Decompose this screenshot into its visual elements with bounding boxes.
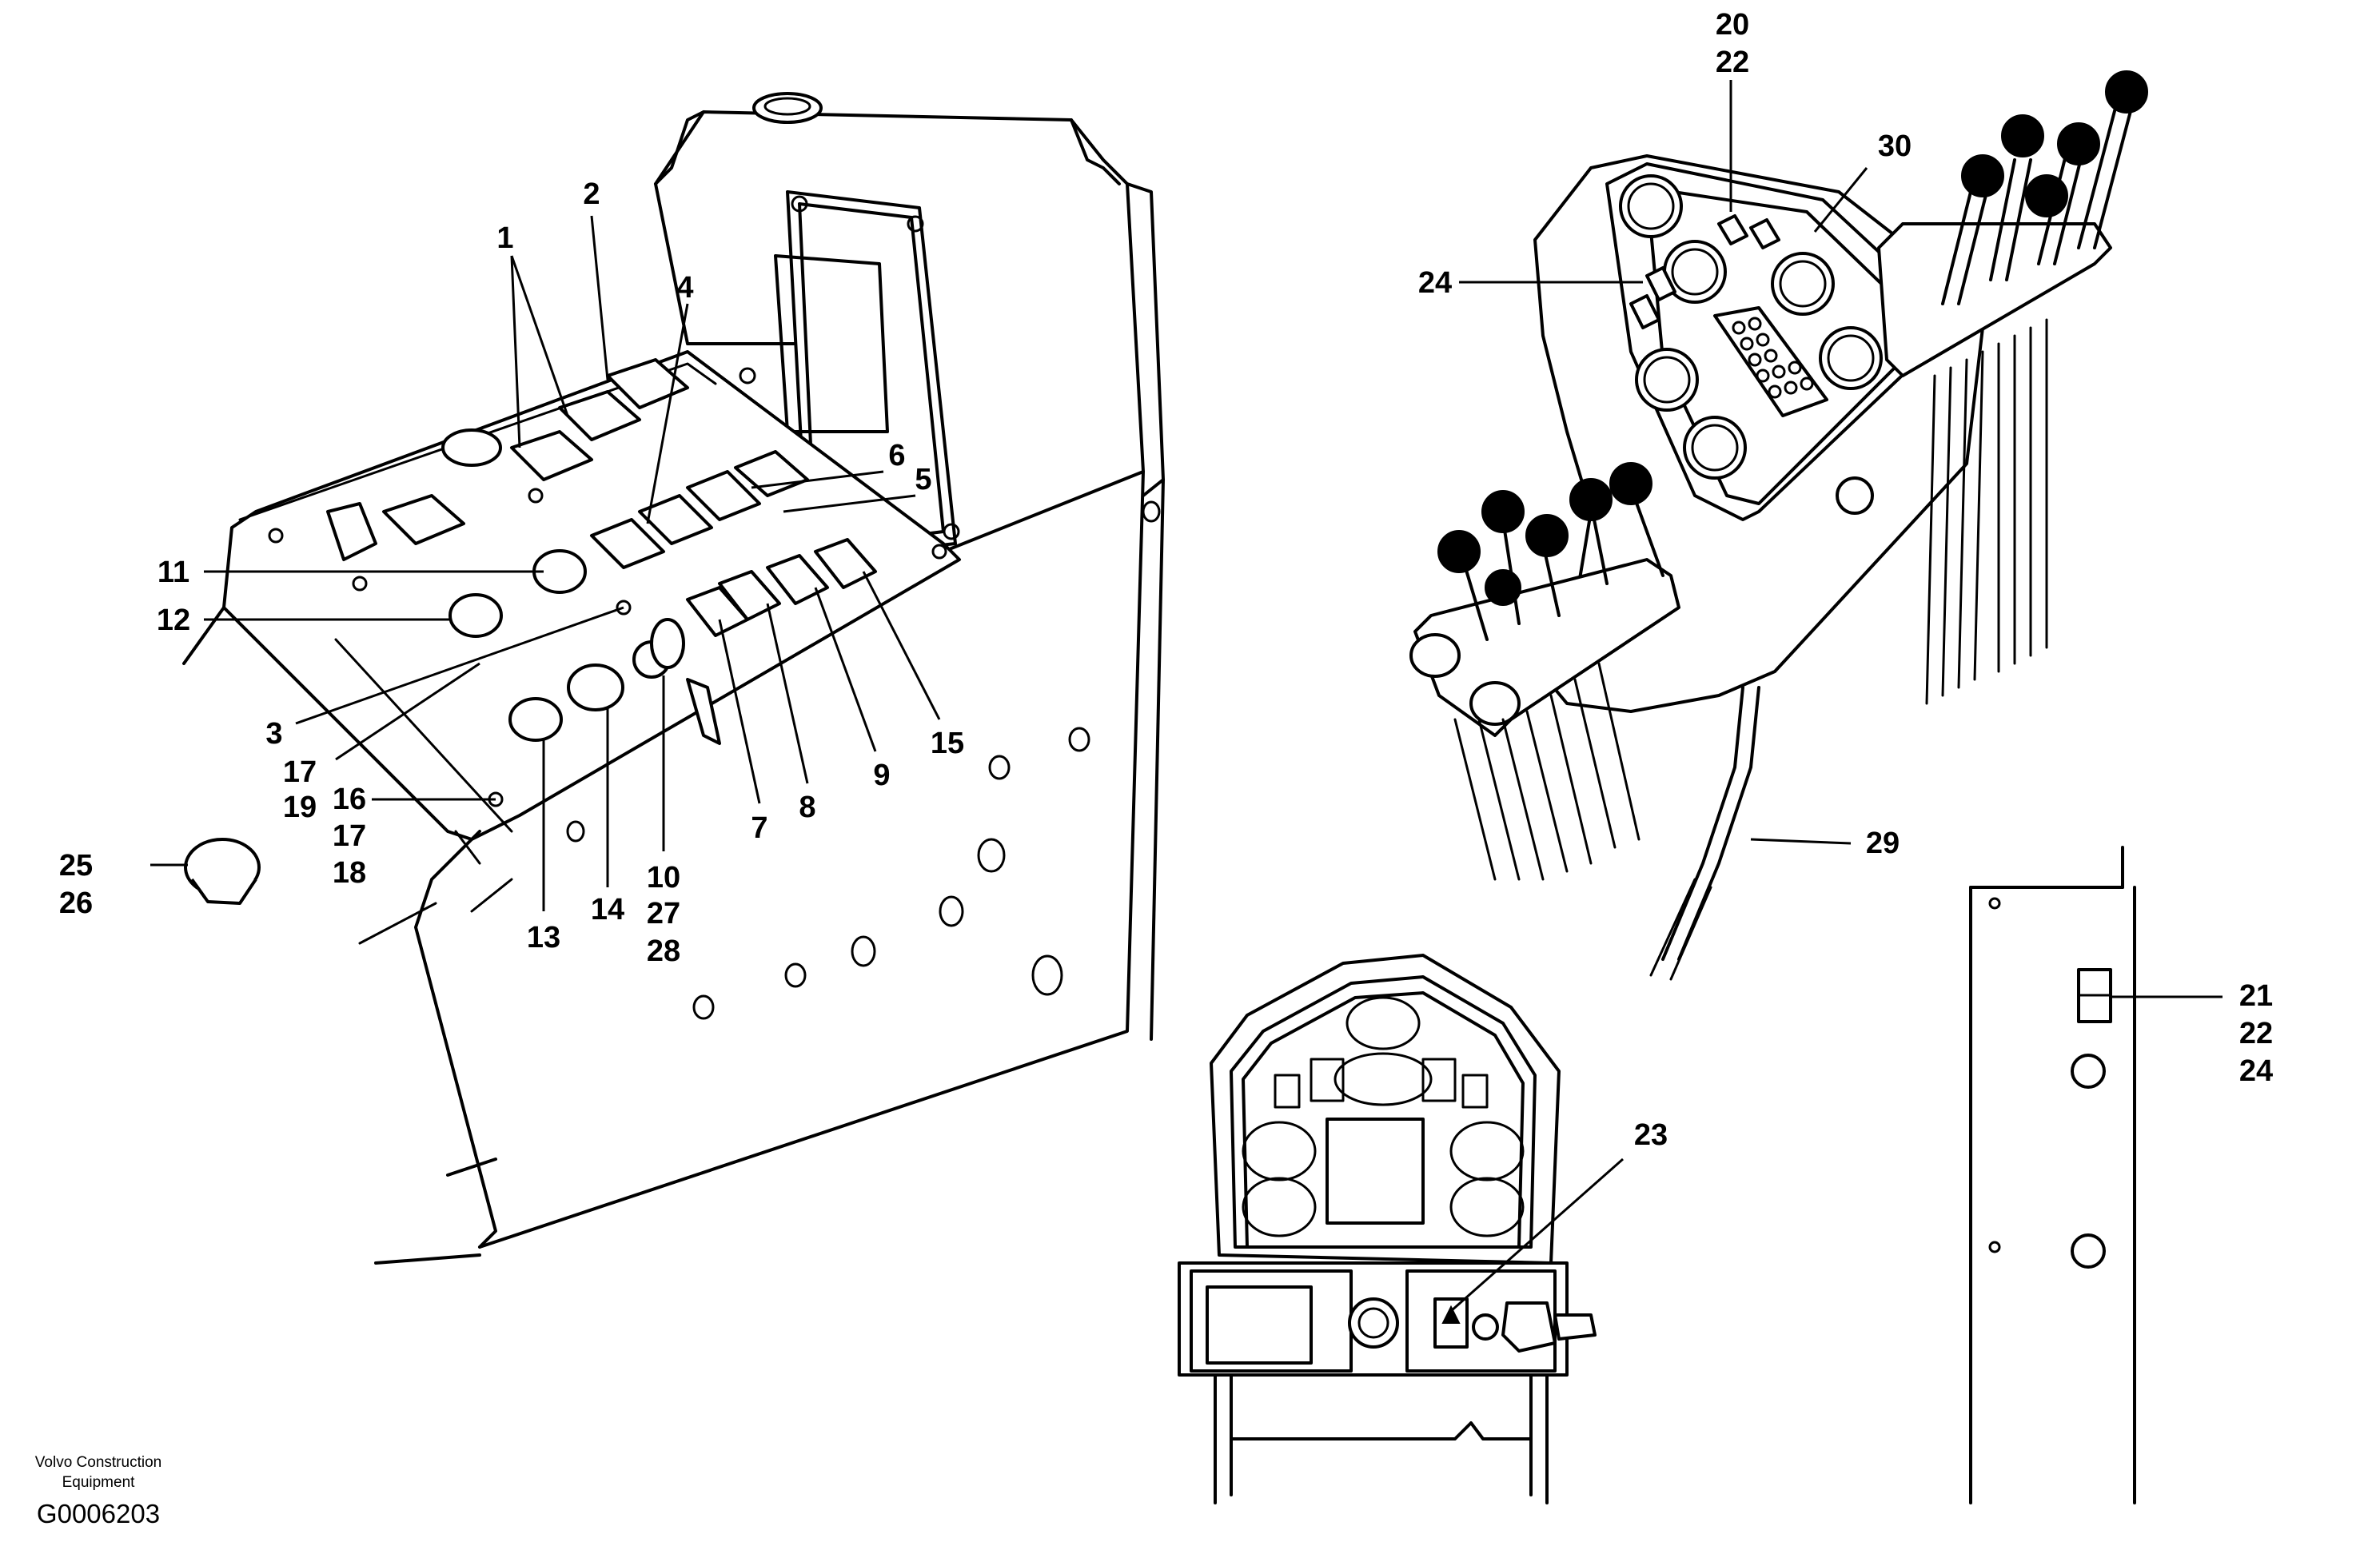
callout-7: 7	[751, 811, 767, 845]
callout-30: 30	[1878, 130, 1912, 163]
company-name-line2: Equipment	[62, 1474, 136, 1491]
callout-18: 18	[333, 856, 366, 890]
callout-29: 29	[1866, 827, 1900, 860]
callout-26: 26	[59, 887, 93, 920]
callout-4: 4	[676, 271, 693, 305]
ignition-key	[632, 618, 721, 745]
callout-19: 19	[283, 791, 317, 824]
figure-footer: Volvo Construction Equipment G0006203	[35, 1454, 161, 1528]
rocker-switches-middle	[590, 450, 809, 569]
rocker-switches-lower	[686, 538, 877, 637]
callout-24a: 24	[1418, 266, 1452, 300]
loose-cap	[184, 838, 261, 905]
callout-11: 11	[157, 556, 189, 589]
callout-17a: 17	[283, 755, 317, 789]
callout-labels: 1 2 4 6 5 11 12 3 17 19 16 17 18 25 26 1…	[59, 8, 2273, 1152]
indicator-lamp-14	[567, 663, 624, 711]
callout-2: 2	[583, 177, 600, 211]
wiring-harness	[1649, 686, 1760, 981]
callout-13: 13	[527, 921, 560, 954]
callout-1: 1	[496, 221, 513, 255]
panel-front-view	[1178, 954, 1597, 1504]
callout-5: 5	[915, 463, 931, 496]
leader-lines	[150, 80, 2223, 1313]
company-name-line1: Volvo Construction	[35, 1454, 161, 1471]
callout-22a: 22	[1716, 46, 1749, 79]
control-console-assembly	[1409, 70, 2148, 981]
callout-16: 16	[333, 783, 366, 816]
callout-24b: 24	[2239, 1054, 2273, 1088]
callout-9: 9	[873, 759, 890, 792]
indicator-lamp-12	[448, 593, 503, 638]
callout-12: 12	[157, 604, 190, 637]
callout-23: 23	[1634, 1118, 1668, 1152]
right-lever-bank	[1877, 70, 2148, 705]
callout-3: 3	[265, 717, 282, 751]
callout-6: 6	[888, 439, 905, 472]
callout-21: 21	[2239, 979, 2273, 1013]
callout-25: 25	[59, 849, 93, 883]
callout-22b: 22	[2239, 1017, 2273, 1050]
callout-28: 28	[647, 934, 680, 968]
warning-lamp-cluster	[1732, 317, 1814, 399]
rocker-switches-upper	[326, 358, 689, 561]
callout-14: 14	[591, 893, 624, 926]
console-assembly	[182, 92, 1165, 1265]
callout-10: 10	[647, 861, 680, 895]
indicator-lamp-13	[508, 697, 563, 742]
callout-27: 27	[647, 897, 680, 930]
callout-17b: 17	[333, 819, 366, 853]
callout-20: 20	[1716, 8, 1749, 42]
left-lever-bank	[1409, 462, 1680, 881]
side-plate	[1969, 846, 2136, 1504]
callout-15: 15	[931, 727, 964, 760]
callout-8: 8	[799, 791, 815, 824]
figure-id: G0006203	[37, 1499, 160, 1528]
